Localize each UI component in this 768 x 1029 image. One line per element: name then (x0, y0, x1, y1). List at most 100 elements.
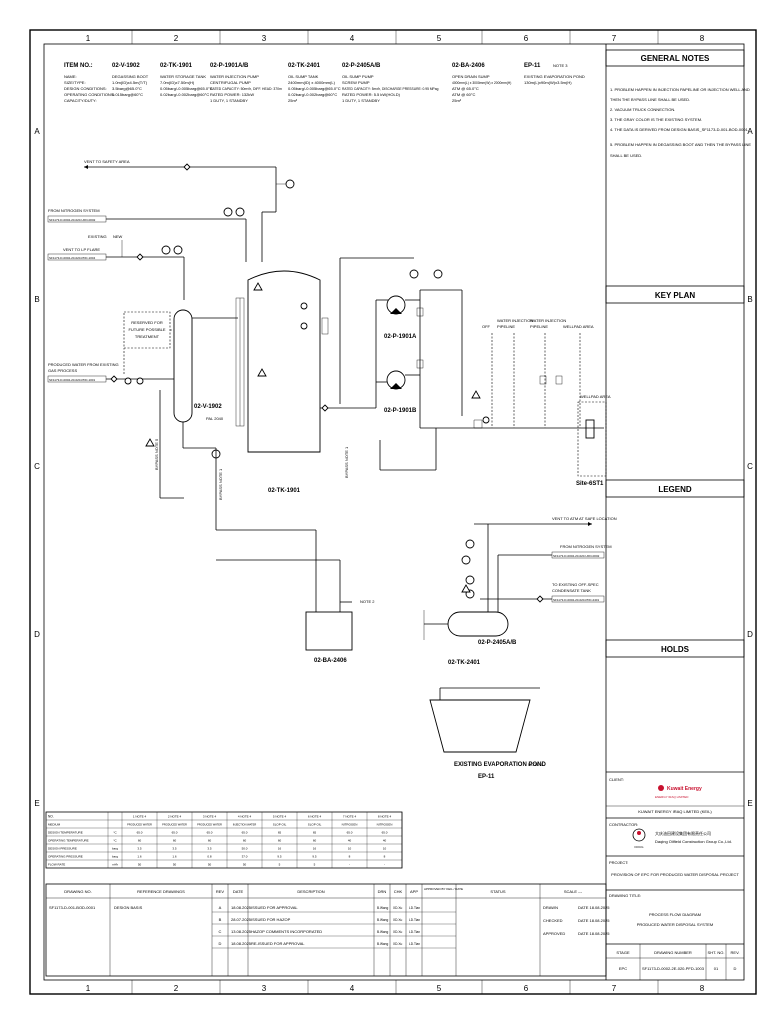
rev-cell: 18.08.2025 (231, 905, 252, 910)
wi-pipeline-label: WATER INJECTION (497, 318, 533, 323)
general-note-line: 2. VACUUM TRUCK CONNECTION. (610, 107, 675, 112)
rev-cell: HAZOP COMMENTS INCORPORATED (251, 929, 322, 934)
ref-header: REFERENCE DRAWINGS (137, 889, 185, 894)
rev-header: STATUS (490, 889, 506, 894)
stream-row-unit: barg (112, 847, 118, 851)
storage-tank (247, 270, 321, 453)
equip-line: 0.05barg/-0.005barg@65.0°C (288, 86, 341, 91)
stream-row-label: OPERATING TEMPERATURE (48, 839, 89, 843)
general-note-line: SHALL BE USED. (610, 153, 642, 158)
equip-line: WATER INJECTION PUMP (210, 74, 259, 79)
stream-cell: 16 (313, 847, 317, 851)
stream-row-label: DESIGN TEMPERATURE (48, 831, 83, 835)
rev-header: DRN (378, 889, 387, 894)
approval-label: APPROVED (543, 931, 565, 936)
stream-cell: 3.5 (207, 847, 212, 851)
equip-tag: 02-BA-2406 (452, 63, 485, 69)
general-note-line: THEN THE BYPASS LINE SHALL BE USED. (610, 97, 690, 102)
stream-header-cell: NO. (48, 815, 54, 819)
equip-line: 1 DUTY, 1 STANDBY (342, 98, 380, 103)
rev-cell: ISSUED FOR APPROVAL (251, 905, 298, 910)
equip-line: 0.02barg/-0.002barg@60°C (288, 92, 337, 97)
n2-line-label: SF1173-D-0002-20-020-UFD-0002 (49, 218, 96, 222)
vent-lp-label: VENT TO LP FLARE (63, 247, 100, 252)
rev-header: DESCRIPTION (297, 889, 324, 894)
stream-cell: 65.0 (207, 831, 213, 835)
equip-tag: 02-TK-1901 (160, 63, 193, 69)
col-label: 5 (437, 34, 442, 43)
stream-cell: 16 (278, 847, 282, 851)
stream-cell: 9.5 (312, 855, 317, 859)
note2-label: NOTE 2 (360, 599, 375, 604)
equip-line: EXISTING EVAPORATION POND (524, 74, 585, 79)
rev-cell: 18.08.2025 (231, 941, 252, 946)
stream-cell: 50 (173, 863, 177, 867)
stream-cell: NITROGEN (342, 823, 358, 827)
stream-cell: SLOP OIL (308, 823, 322, 827)
stream-header-cell: 8 NOTE 4 (378, 815, 392, 819)
equip-line: 25m³ (288, 98, 298, 103)
stream-header-cell: 3 NOTE 4 (203, 815, 217, 819)
p1901a-label: 02-P-1901A (384, 334, 417, 340)
row-label: E (34, 799, 39, 808)
general-note-line: 5. PROBLEM HAPPEN IN DEGASSING BOOT AND … (610, 142, 751, 147)
equip-line: CENTRIFUGAL PUMP (210, 80, 251, 85)
rev-cell: A (219, 905, 222, 910)
vent-atm-label: VENT TO ATM AT SAFE LOCATION (552, 516, 617, 521)
wi-pipeline2-label: WATER INJECTION (530, 318, 566, 323)
equip-line: RATED CAPACITY: 50m³/h, DIFF. HEAD: 370m (210, 87, 282, 91)
drawing-no-value: SF1173-D-0002-2E-020-PFD-1003 (642, 966, 705, 971)
col-label: 6 (524, 984, 529, 993)
col-label: 3 (262, 984, 267, 993)
stream-cell: 0.8 (207, 855, 212, 859)
rev-header: REV (216, 889, 225, 894)
stream-cell: 50.0 (242, 847, 248, 851)
equip-tag: 02-P-1901A/B (210, 63, 249, 69)
ref-cell: SF1173-D-001-BOD-0001 (49, 905, 96, 910)
stream-cell: 3.5 (172, 847, 177, 851)
stream-cell: 40 (383, 839, 387, 843)
stage-value: EPC (619, 966, 627, 971)
client-label: CLIENT: (609, 777, 624, 782)
equip-line: 1 DUTY, 1 STANDBY (210, 98, 248, 103)
from-n2-label: FROM NITROGEN SYSTEM (48, 208, 100, 213)
stream-cell: 1.6 (172, 855, 177, 859)
inner-border (43, 43, 745, 981)
stream-row-label: DESIGN PRESSURE (48, 847, 77, 851)
vent-safety-label: VENT TO SAFETY AREA (84, 159, 130, 164)
client-name: KUWAIT ENERGY IRAQ LIMITED (KEIL) (638, 809, 712, 814)
stream-cell: 8 (349, 855, 351, 859)
stream-row-label: OPERATING PRESSURE (48, 855, 83, 859)
stream-cell: 60 (208, 839, 212, 843)
stream-row-unit: m³/h (112, 863, 118, 867)
stream-header-cell: 7 NOTE 4 (343, 815, 357, 819)
col-label: 6 (524, 34, 529, 43)
row-label: B (34, 295, 39, 304)
rev-cell: B.Wang (377, 918, 388, 922)
general-note-line: 3. THE GRAY COLOR IS THE EXISTING SYSTEM… (610, 117, 702, 122)
sht-label: SHT. NO. (708, 950, 725, 955)
equip-tag: EP-11 (524, 63, 541, 69)
stream-cell: 10 (383, 847, 387, 851)
general-note-line: 4. THE DATA IS DERIVED FROM DESIGN BASIS… (610, 127, 749, 132)
rev-cell: LD.Tian (409, 942, 420, 946)
rev-cell: XD.Xu (393, 906, 402, 910)
bypass-note5-label: BYPASS NOTE 5 (154, 438, 159, 470)
stream-header-cell: 1 NOTE 4 (133, 815, 147, 819)
row-label-size: SIZE/TYPE: (64, 80, 86, 85)
equip-line: SCREW PUMP (342, 80, 370, 85)
equip-tag: 02-P-2405A/B (342, 63, 381, 69)
stream-cell: 60 (243, 839, 247, 843)
equip-tag: 02-TK-2401 (288, 63, 321, 69)
approval-date: DATE 18.08.2025 (578, 931, 610, 936)
ep11-label: EP-11 (478, 774, 495, 780)
tk2401-label: 02-TK-2401 (448, 660, 481, 666)
pfd-main: VENT TO SAFETY AREA FROM NITROGEN SYSTEM… (47, 159, 617, 780)
column-labels-bottom: 1 2 3 4 5 6 7 8 (86, 984, 705, 993)
stream-cell: 5 (279, 863, 281, 867)
stream-row-label: FLOW RATE (48, 863, 65, 867)
equip-line: 0.05barg/-0.005barg@65.0°C (160, 86, 213, 91)
equip-line: OIL SUMP TANK (288, 74, 319, 79)
stream-cell: - (384, 863, 385, 867)
condensate-tank-label: CONDENSATE TANK (552, 588, 591, 593)
